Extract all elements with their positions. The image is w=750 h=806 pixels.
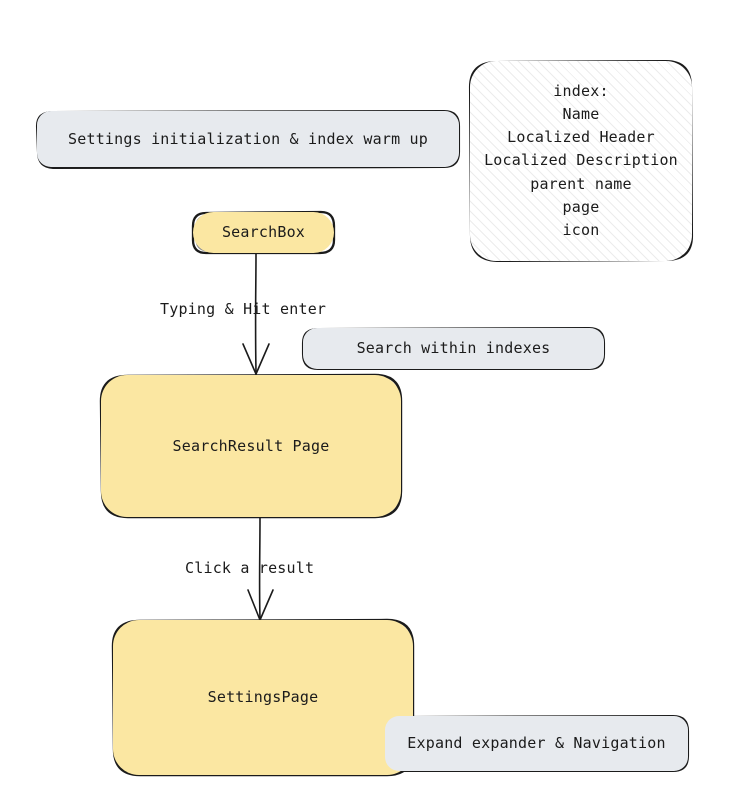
connector-searchresult-to-settingspage [247,517,274,621]
node-expand-expander-navigation-label: Expand expander & Navigation [407,734,666,753]
node-index-schema-label: index: Name Localized Header Localized D… [484,81,678,240]
node-search-within-indexes-label: Search within indexes [356,339,551,358]
node-index-schema[interactable]: index: Name Localized Header Localized D… [470,61,692,261]
node-searchbox[interactable]: SearchBox [193,212,334,253]
edge-label-click-a-result: Click a result [185,559,315,577]
node-search-within-indexes[interactable]: Search within indexes [303,328,604,369]
node-settings-initialization[interactable]: Settings initialization & index warm up [37,111,459,167]
node-settings-page[interactable]: SettingsPage [113,620,413,775]
node-settings-initialization-label: Settings initialization & index warm up [68,129,428,148]
node-searchresult-page-label: SearchResult Page [172,436,330,455]
edge-label-typing-hit-enter: Typing & Hit enter [160,300,327,318]
node-settings-page-label: SettingsPage [207,688,319,707]
connector-searchbox-to-searchresult [242,253,270,375]
node-searchresult-page[interactable]: SearchResult Page [101,375,401,517]
node-searchbox-label: SearchBox [221,223,306,242]
node-expand-expander-navigation[interactable]: Expand expander & Navigation [385,716,688,771]
